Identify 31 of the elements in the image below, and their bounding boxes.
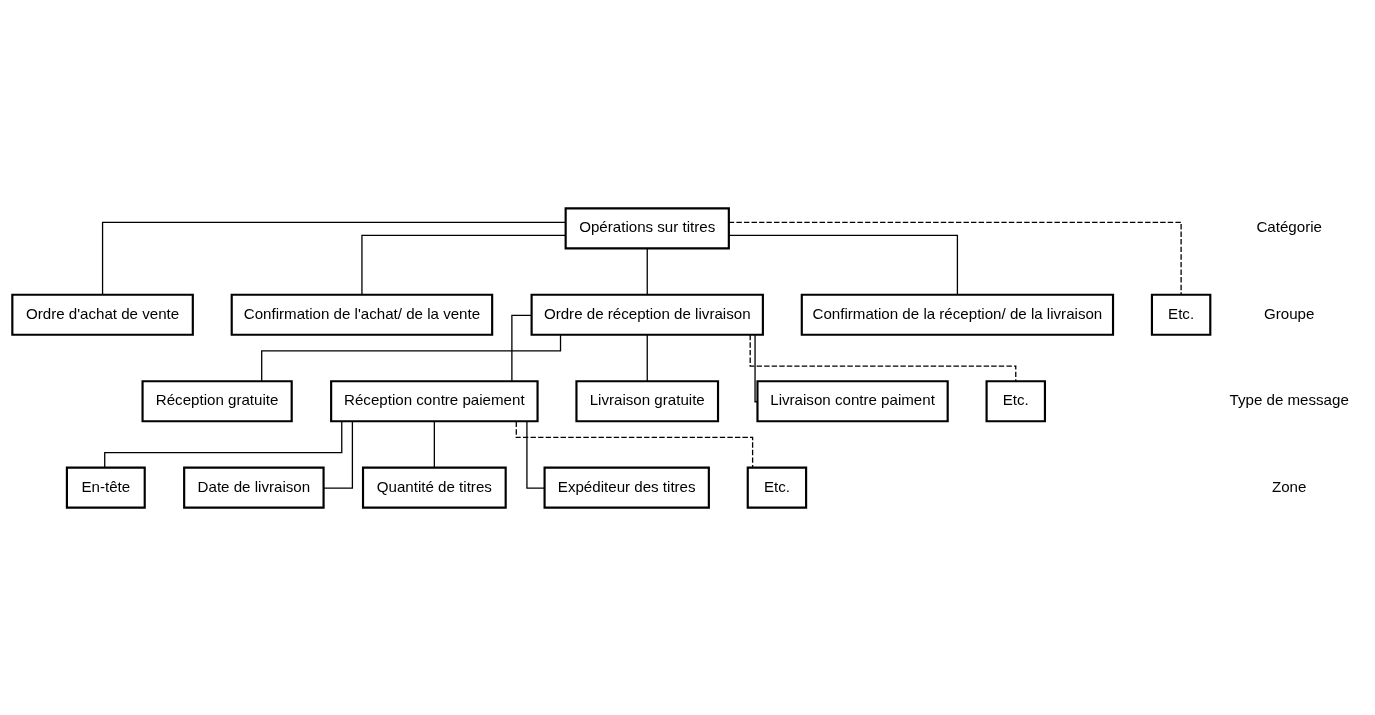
node-box: Livraison gratuite [575,379,720,422]
node-box: Etc. [1150,293,1212,336]
node-box: Ordre d'achat de vente [11,293,194,336]
node-box: Opérations sur titres [564,206,730,249]
connector [511,314,533,381]
node-box: Confirmation de l'achat/ de la vente [230,293,494,336]
label: Groupe [1263,304,1315,322]
connector [433,420,435,468]
node-box: Etc. [746,466,808,509]
node-box: Livraison contre paiment [756,379,949,422]
node-box: Etc. [985,379,1046,422]
label: Catégorie [1256,217,1322,235]
node-box: Ordre de réception de livraison [530,293,764,336]
connector [515,420,754,468]
node-box: Expéditeur des titres [543,466,710,509]
node-box: Réception gratuite [141,379,293,422]
connector [646,247,648,295]
node-box: Confirmation de la réception/ de la livraison [800,293,1115,336]
node-box: Réception contre paiement [330,379,539,422]
node-box: Date de livraison [183,466,325,509]
label: Zone [1271,477,1307,495]
node-box: Quantité de titres [361,466,507,509]
node-box: En-tête [65,466,146,509]
connector [361,234,567,295]
connector [754,333,759,402]
connector [646,333,648,382]
connector [728,221,1182,295]
connector [323,420,354,489]
connector [101,221,567,295]
label: Type de message [1229,390,1349,408]
connector [728,234,959,295]
